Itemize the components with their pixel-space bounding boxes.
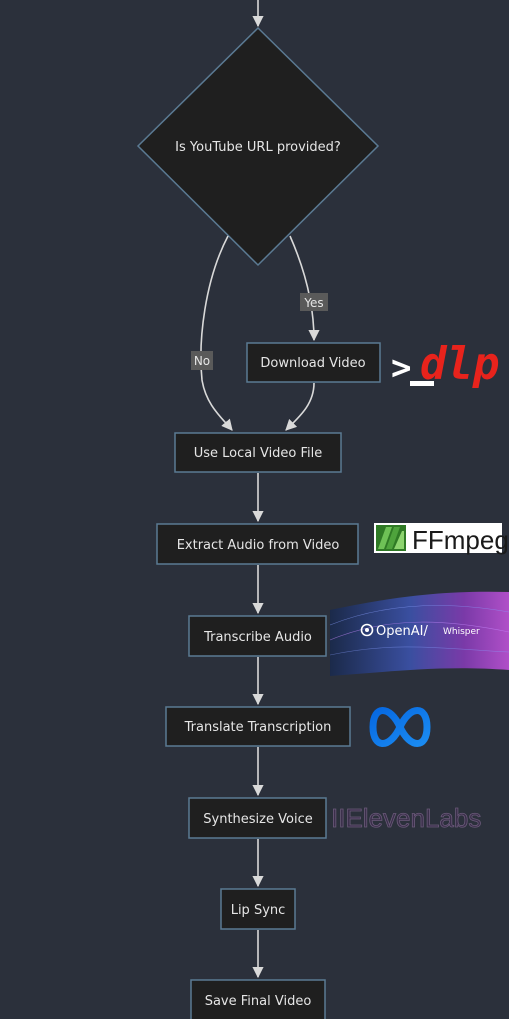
ffmpeg-logo: FFmpeg — [374, 523, 509, 555]
elevenlabs-logo: IIElevenLabs — [331, 803, 482, 834]
node-synthesize-voice: Synthesize Voice — [188, 797, 327, 839]
edge-yes: Yes — [289, 235, 328, 342]
ytdlp-cursor — [410, 381, 434, 386]
meta-infinity-icon — [369, 707, 431, 747]
decision-label: Is YouTube URL provided? — [175, 140, 341, 155]
elevenlabs-name: IIElevenLabs — [331, 803, 481, 833]
ffmpeg-icon — [376, 525, 406, 551]
edge-download-to-local — [285, 382, 315, 431]
node-save-label: Save Final Video — [205, 994, 312, 1009]
node-use-local-video-file: Use Local Video File — [174, 432, 342, 473]
ytdlp-logo: > dlp — [391, 339, 499, 390]
node-translate-label: Translate Transcription — [184, 720, 332, 735]
node-save-final-video: Save Final Video — [190, 979, 326, 1019]
node-lip-sync: Lip Sync — [220, 888, 296, 930]
node-lipsync-label: Lip Sync — [231, 903, 286, 918]
edge-yes-label: Yes — [303, 296, 323, 310]
node-extract-audio: Extract Audio from Video — [156, 523, 359, 565]
whisper-wave-background — [330, 591, 509, 676]
node-download-video: Download Video — [246, 342, 381, 383]
ytdlp-prompt-glyph: > — [391, 348, 411, 388]
edge-yes-label-bg — [300, 293, 328, 311]
edge-no-label-bg — [191, 351, 213, 370]
node-extract-label: Extract Audio from Video — [177, 538, 340, 553]
edge-no: No — [191, 235, 233, 431]
node-transcribe-audio: Transcribe Audio — [188, 615, 327, 657]
ytdlp-name: dlp — [420, 339, 499, 390]
openai-knot-icon — [360, 623, 374, 637]
node-synthesize-label: Synthesize Voice — [203, 812, 312, 827]
openai-whisper-logo: OpenAI/ Whisper — [329, 591, 509, 676]
openai-name: OpenAI/ — [376, 624, 428, 639]
node-translate-transcription: Translate Transcription — [165, 706, 351, 747]
node-download-video-label: Download Video — [260, 356, 365, 371]
edge-no-label: No — [194, 354, 210, 368]
node-local-label: Use Local Video File — [194, 446, 323, 461]
decision-node: Is YouTube URL provided? — [136, 26, 380, 267]
node-transcribe-label: Transcribe Audio — [203, 630, 312, 645]
whisper-name: Whisper — [443, 627, 480, 637]
ffmpeg-name: FFmpeg — [412, 525, 509, 555]
